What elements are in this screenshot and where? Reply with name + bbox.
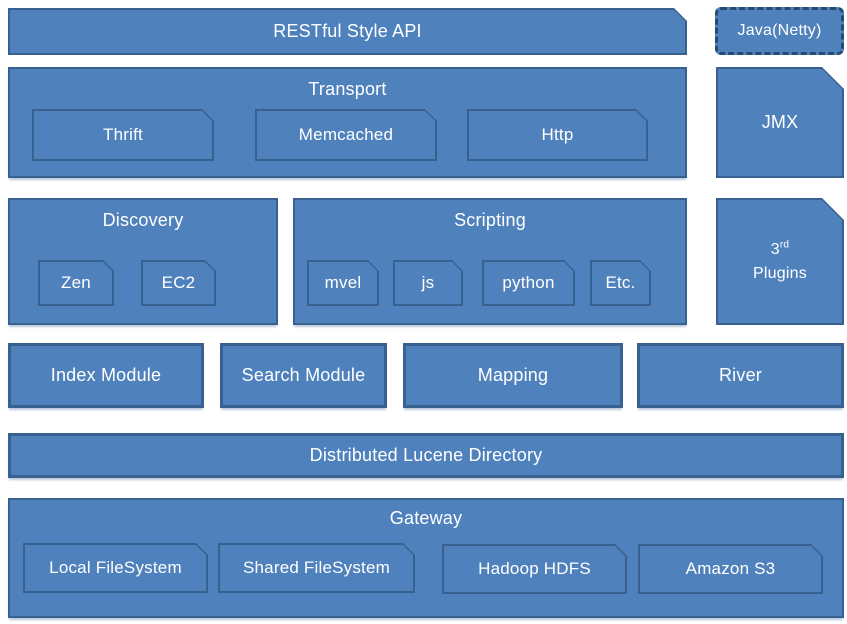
discovery-ec2-box: EC2: [141, 260, 216, 306]
thrift-label: Thrift: [103, 125, 143, 144]
scripting-js-box: js: [393, 260, 463, 306]
js-label: js: [421, 273, 435, 292]
discovery-title: Discovery: [102, 210, 184, 230]
search-module-label: Search Module: [241, 365, 366, 385]
mapping-label: Mapping: [477, 365, 549, 385]
river-label: River: [718, 365, 762, 385]
third-party-plugins-box: 3rd Plugins: [716, 198, 844, 325]
discovery-zen-box: Zen: [38, 260, 114, 306]
restful-api-box: RESTful Style API: [8, 8, 687, 55]
scripting-etc-box: Etc.: [590, 260, 651, 306]
python-label: python: [502, 273, 555, 292]
ec2-label: EC2: [161, 273, 196, 292]
java-netty-label: Java(Netty): [737, 22, 822, 39]
plugins-word: Plugins: [753, 264, 807, 282]
amazon-s3-label: Amazon S3: [685, 559, 776, 578]
mvel-label: mvel: [324, 273, 362, 292]
hadoop-hdfs-label: Hadoop HDFS: [478, 559, 591, 578]
java-netty-box: Java(Netty): [715, 7, 844, 55]
gateway-hadoop-hdfs-box: Hadoop HDFS: [442, 544, 627, 594]
transport-title: Transport: [308, 79, 387, 99]
jmx-label: JMX: [761, 112, 799, 132]
lucene-directory-box: Distributed Lucene Directory: [8, 433, 844, 478]
restful-api-box-fill: [10, 10, 685, 53]
restful-api-label: RESTful Style API: [273, 21, 422, 41]
transport-memcached-box: Memcached: [255, 109, 437, 161]
zen-label: Zen: [61, 273, 91, 292]
gateway-shared-filesystem-box: Shared FileSystem: [218, 543, 415, 593]
etc-label: Etc.: [605, 273, 636, 292]
search-module-box: Search Module: [220, 343, 387, 408]
memcached-label: Memcached: [298, 125, 394, 144]
scripting-title: Scripting: [454, 210, 526, 230]
mapping-box: Mapping: [403, 343, 623, 408]
river-box: River: [637, 343, 844, 408]
index-module-box: Index Module: [8, 343, 204, 408]
lucene-directory-label: Distributed Lucene Directory: [309, 445, 543, 465]
scripting-mvel-box: mvel: [307, 260, 379, 306]
plugins-ordinal: 3rd: [770, 239, 790, 259]
http-label: Http: [541, 125, 574, 144]
shared-filesystem-label: Shared FileSystem: [242, 558, 390, 577]
gateway-amazon-s3-box: Amazon S3: [638, 544, 823, 594]
scripting-python-box: python: [482, 260, 575, 306]
jmx-box: JMX: [716, 67, 844, 178]
gateway-local-filesystem-box: Local FileSystem: [23, 543, 208, 593]
index-module-label: Index Module: [50, 365, 162, 385]
transport-thrift-box: Thrift: [32, 109, 214, 161]
gateway-title: Gateway: [389, 508, 463, 528]
local-filesystem-label: Local FileSystem: [49, 558, 182, 577]
transport-http-box: Http: [467, 109, 648, 161]
third-party-plugins-label: 3rd Plugins: [716, 198, 844, 325]
